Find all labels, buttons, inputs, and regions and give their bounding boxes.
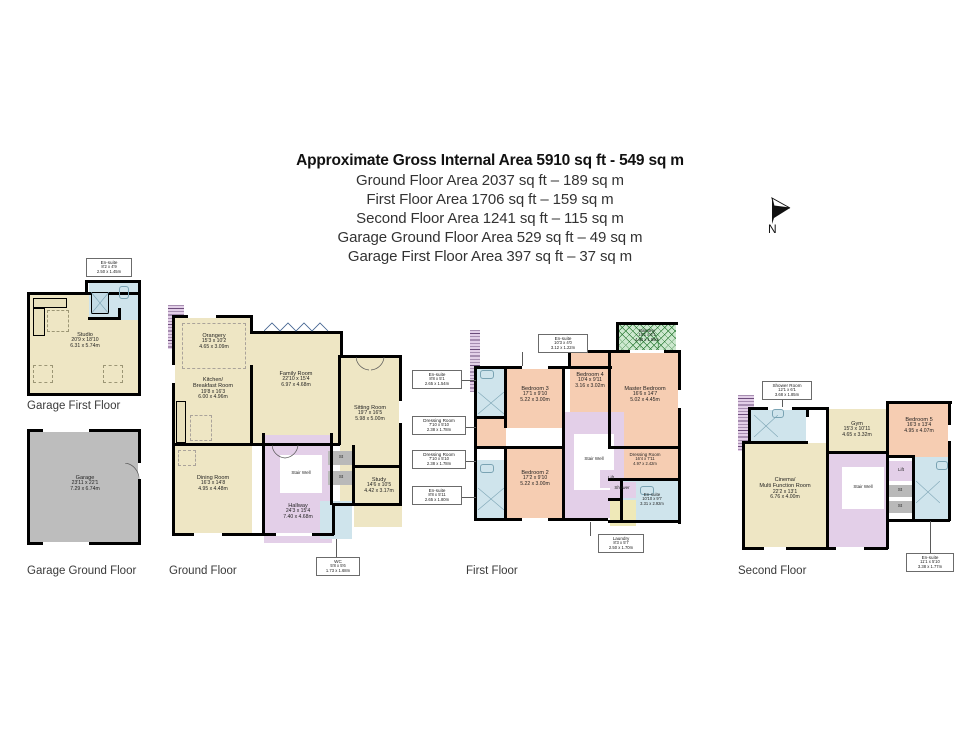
- north-arrow-icon: [771, 197, 791, 224]
- ff-stairs: [470, 330, 480, 392]
- gym-fill: [826, 409, 888, 453]
- sf-store-1-fill: [888, 485, 912, 497]
- laundry-callout: Laundry 8'3 x 5'7 2.50 x 1.70m: [598, 534, 644, 553]
- second-floor-label: Second Floor: [738, 565, 807, 577]
- ff-ensuite-left2-fill: [476, 460, 506, 518]
- sf-shower-room-callout: Shower Room 12'1 x 6'1 3.68 x 1.85m: [762, 381, 812, 400]
- ground-floor-plan: Orangery 15'3 x 10'2 4.65 x 3.09m Kitche…: [168, 305, 413, 576]
- bedroom2-fill: [506, 448, 564, 518]
- stairwell-fill: [280, 455, 322, 493]
- page-title: Approximate Gross Internal Area 5910 sq …: [296, 152, 684, 169]
- sf-lift-fill: [888, 461, 914, 481]
- study-fill: [354, 465, 402, 527]
- ground-floor-label: Ground Floor: [169, 565, 237, 577]
- ff-shower-fill: [610, 482, 636, 498]
- first-floor-area-line: First Floor Area 1706 sq ft – 159 sq m: [366, 191, 614, 208]
- ground-floor-area-line: Ground Floor Area 2037 sq ft – 189 sq m: [356, 172, 624, 189]
- ground-store-1-fill: [328, 451, 354, 465]
- wc-fill: [320, 501, 352, 539]
- dining-room-fill: [174, 445, 252, 535]
- garage-first-floor-plan: Studio 20'9 x 18'10 6.31 x 5.74m En-suit…: [25, 258, 165, 400]
- bedroom4-fill: [570, 352, 610, 412]
- ff-dressing-left-fill: [476, 418, 506, 448]
- wc-callout: WC 5'8 x 5'6 1.73 x 1.68m: [316, 557, 360, 576]
- ff-ensuite-left-fill: [476, 366, 506, 418]
- garage-ground-floor-plan: Garage 23'11 x 22'1 7.29 x 6.74m: [25, 425, 165, 555]
- first-floor-plan: Bedroom 3 17'1 x 9'10 5.22 x 3.00m Bedro…: [412, 322, 725, 560]
- ff-dressing-left2-callout: Dressing Room 7'10 x 5'10 2.38 x 1.78m: [412, 450, 466, 469]
- garage-first-floor-area-line: Garage First Floor Area 397 sq ft – 37 s…: [347, 248, 633, 265]
- ff-ensuite-left2-callout: En-suite 8'8 x 5'11 2.65 x 1.80m: [412, 486, 462, 505]
- cinema-fill: [744, 443, 826, 549]
- bedroom5-fill: [888, 403, 950, 457]
- ff-ensuite-b4-callout: En-suite 10'3 x 4'0 3.12 x 1.22m: [538, 334, 588, 353]
- bedroom3-fill: [506, 366, 564, 428]
- sf-shower-room-fill: [750, 409, 806, 443]
- second-floor-area-line: Second Floor Area 1241 sq ft – 115 sq m: [356, 210, 624, 227]
- family-room-fill: [252, 331, 340, 445]
- garage-room-fill: [29, 431, 141, 543]
- first-floor-label: First Floor: [466, 565, 518, 577]
- garage-ground-floor-area-line: Garage Ground Floor Area 529 sq ft – 49 …: [337, 229, 643, 246]
- garage-first-floor-label: Garage First Floor: [27, 400, 121, 412]
- garage-ground-floor-label: Garage Ground Floor: [27, 565, 137, 577]
- compass-north-label: N: [768, 222, 777, 236]
- balcony-fill: [618, 324, 676, 352]
- kitchen-orangery-fill: [174, 315, 252, 445]
- sf-ensuite-callout: En-suite 11'1 x 5'10 3.38 x 1.77m: [906, 553, 954, 572]
- ground-store-2-fill: [328, 471, 354, 485]
- compass: N: [762, 196, 802, 240]
- area-summary-header: Approximate Gross Internal Area 5910 sq …: [0, 152, 980, 265]
- second-floor-plan: Gym 15'3 x 10'11 4.65 x 3.32m Cinema/ Mu…: [738, 381, 963, 572]
- ff-ensuite-left-callout: En-suite 8'8 x 5'1 2.65 x 1.54m: [412, 370, 462, 389]
- sf-stairwell-fill: [842, 467, 884, 509]
- sf-store-2-fill: [888, 501, 912, 513]
- garage-ensuite-callout: En-suite 8'2 x 4'9 2.50 x 1.45m: [86, 258, 132, 277]
- ff-dressing-left-callout: Dressing Room 7'10 x 5'10 2.38 x 1.78m: [412, 416, 466, 435]
